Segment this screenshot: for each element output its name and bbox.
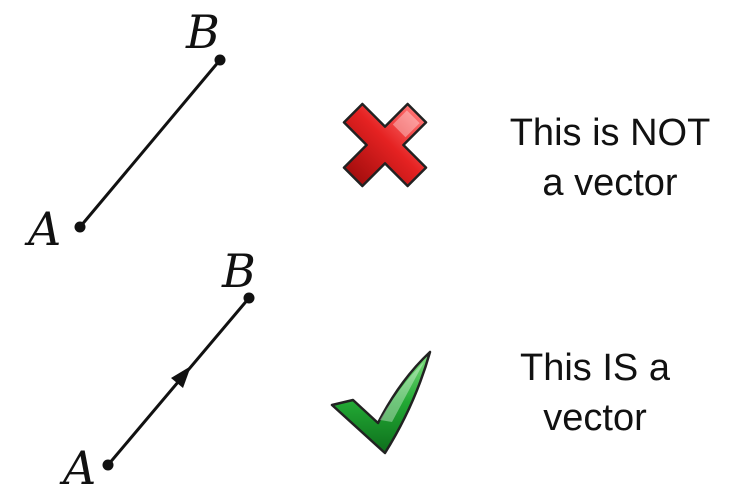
- point-b-label: B: [185, 5, 220, 59]
- green-check-icon: [330, 350, 432, 455]
- segment-ab-top: A B: [24, 5, 226, 256]
- point-b-dot: [243, 292, 255, 304]
- caption-line: vector: [543, 397, 647, 439]
- caption-not-vector: This is NOT a vector: [470, 108, 750, 208]
- caption-line: This IS a: [520, 347, 670, 389]
- point-a-dot: [74, 221, 86, 233]
- point-a-label: A: [24, 202, 61, 256]
- arrowhead-icon: [171, 366, 191, 388]
- caption-is-vector: This IS a vector: [460, 343, 730, 443]
- caption-line: This is NOT: [509, 112, 711, 154]
- point-a-label: A: [59, 441, 96, 495]
- caption-line: a vector: [542, 162, 678, 204]
- point-b-dot: [214, 54, 226, 66]
- segment-line: [78, 59, 222, 228]
- point-b-label: B: [221, 244, 256, 298]
- vector-ab-bottom: A B: [59, 244, 256, 495]
- point-a-dot: [102, 459, 114, 471]
- red-cross-icon: [342, 102, 428, 188]
